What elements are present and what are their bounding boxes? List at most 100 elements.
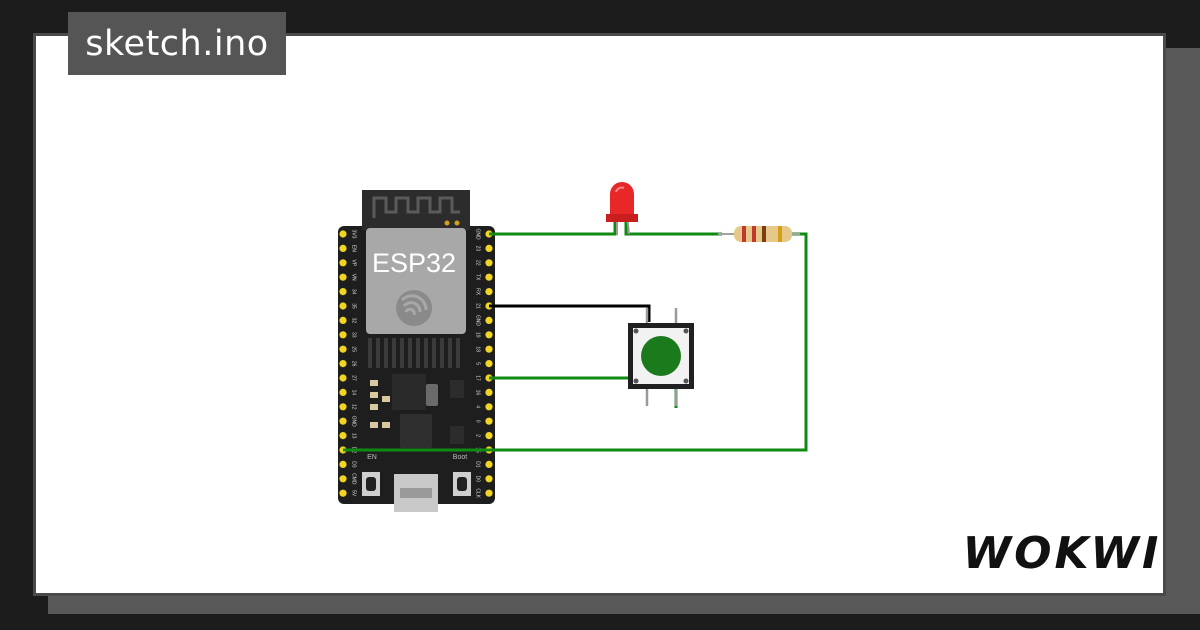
castellation-pad: [456, 338, 460, 368]
right-pin-label: D0: [475, 476, 481, 483]
castellation-pad: [448, 338, 452, 368]
right-pin[interactable]: [485, 489, 493, 497]
left-pin-label: 32: [351, 318, 357, 324]
left-pin[interactable]: [339, 288, 347, 296]
module-castellation: [368, 338, 460, 368]
castellation-pad: [432, 338, 436, 368]
boot-label: Boot: [453, 454, 467, 461]
left-pin[interactable]: [339, 331, 347, 339]
right-pin[interactable]: [485, 288, 493, 296]
left-pin[interactable]: [339, 316, 347, 324]
left-pin-label: 12: [351, 404, 357, 410]
right-pin-label: 2: [475, 434, 481, 437]
right-pin[interactable]: [485, 475, 493, 483]
left-pin-header: 3V3ENVPVN343532332526271412GND13D2D3CMD5…: [339, 230, 357, 497]
right-pin-label: RX: [475, 288, 481, 296]
right-pin-label: 4: [475, 405, 481, 408]
left-pin[interactable]: [339, 475, 347, 483]
wire-led-resistor[interactable]: [624, 222, 722, 236]
right-pin-label: TX: [475, 274, 481, 281]
wire-pin-button[interactable]: [489, 304, 651, 322]
right-pin-label: 0: [475, 420, 481, 423]
castellation-pad: [416, 338, 420, 368]
castellation-pad: [368, 338, 372, 368]
regulator-chip: [392, 374, 426, 410]
antenna-trace: [372, 196, 460, 218]
left-pin[interactable]: [339, 259, 347, 267]
right-pin[interactable]: [485, 316, 493, 324]
left-pin-label: 35: [351, 303, 357, 309]
esp32-module: [366, 228, 466, 334]
right-pin[interactable]: [485, 403, 493, 411]
left-pin[interactable]: [339, 417, 347, 425]
right-pin-label: 22: [475, 260, 481, 266]
castellation-pad: [376, 338, 380, 368]
right-pin-label: 19: [475, 332, 481, 338]
left-pin[interactable]: [339, 345, 347, 353]
right-pin[interactable]: [485, 417, 493, 425]
right-pin-label: CLK: [475, 488, 481, 498]
right-pin[interactable]: [485, 331, 493, 339]
left-pin-label: 14: [351, 390, 357, 396]
button-cap[interactable]: [641, 336, 681, 376]
left-pin-label: 27: [351, 375, 357, 381]
castellation-pad: [408, 338, 412, 368]
castellation-pad: [384, 338, 388, 368]
left-pin[interactable]: [339, 360, 347, 368]
right-pin-label: 18: [475, 346, 481, 352]
right-pin-label: 21: [475, 303, 481, 309]
right-pin-label: GND: [475, 315, 481, 327]
castellation-pad: [424, 338, 428, 368]
left-pin-label: D3: [351, 461, 357, 468]
left-pin[interactable]: [339, 302, 347, 310]
espressif-logo-icon: [396, 290, 432, 326]
left-pin[interactable]: [339, 230, 347, 238]
esp32-board[interactable]: ESP32 EN Boot 3V3ENVPVN34353233252627141…: [338, 190, 495, 512]
left-pin-label: 13: [351, 433, 357, 439]
wire-gnd-led[interactable]: [489, 222, 617, 236]
wokwi-logo: WOKWI: [963, 528, 1159, 579]
left-pin[interactable]: [339, 273, 347, 281]
left-pin-label: 34: [351, 289, 357, 295]
right-pin[interactable]: [485, 259, 493, 267]
left-pin[interactable]: [339, 432, 347, 440]
left-pin-label: 25: [351, 346, 357, 352]
resistor[interactable]: [718, 226, 800, 242]
left-pin-label: EN: [351, 245, 357, 252]
file-tab[interactable]: sketch.ino: [68, 12, 286, 75]
right-pin-label: 17: [475, 375, 481, 381]
red-led[interactable]: [606, 182, 638, 235]
left-pin-label: 3V3: [351, 230, 357, 239]
left-pin[interactable]: [339, 244, 347, 252]
usb-uart-chip: [400, 414, 432, 448]
right-pin[interactable]: [485, 388, 493, 396]
castellation-pad: [392, 338, 396, 368]
right-pin[interactable]: [485, 360, 493, 368]
antenna-area: [362, 190, 470, 230]
right-pin[interactable]: [485, 345, 493, 353]
castellation-pad: [400, 338, 404, 368]
right-pin[interactable]: [485, 460, 493, 468]
left-pin-label: VP: [351, 259, 357, 266]
left-pin-label: CMD: [351, 473, 357, 485]
pushbutton[interactable]: [628, 308, 694, 406]
left-pin-label: GND: [351, 416, 357, 428]
left-pin[interactable]: [339, 388, 347, 396]
right-pin[interactable]: [485, 432, 493, 440]
right-pin-label: 16: [475, 390, 481, 396]
right-pin[interactable]: [485, 244, 493, 252]
left-pin-label: VN: [351, 274, 357, 281]
left-pin[interactable]: [339, 403, 347, 411]
left-pin[interactable]: [339, 374, 347, 382]
left-pin[interactable]: [339, 489, 347, 497]
simulation-canvas[interactable]: [33, 33, 1166, 596]
right-pin-label: 23: [475, 246, 481, 252]
right-pin-label: GND: [475, 228, 481, 240]
right-pin[interactable]: [485, 273, 493, 281]
left-pin[interactable]: [339, 460, 347, 468]
right-pin-label: 5: [475, 362, 481, 365]
left-pin-label: 5V: [351, 490, 357, 497]
en-label: EN: [367, 454, 377, 461]
